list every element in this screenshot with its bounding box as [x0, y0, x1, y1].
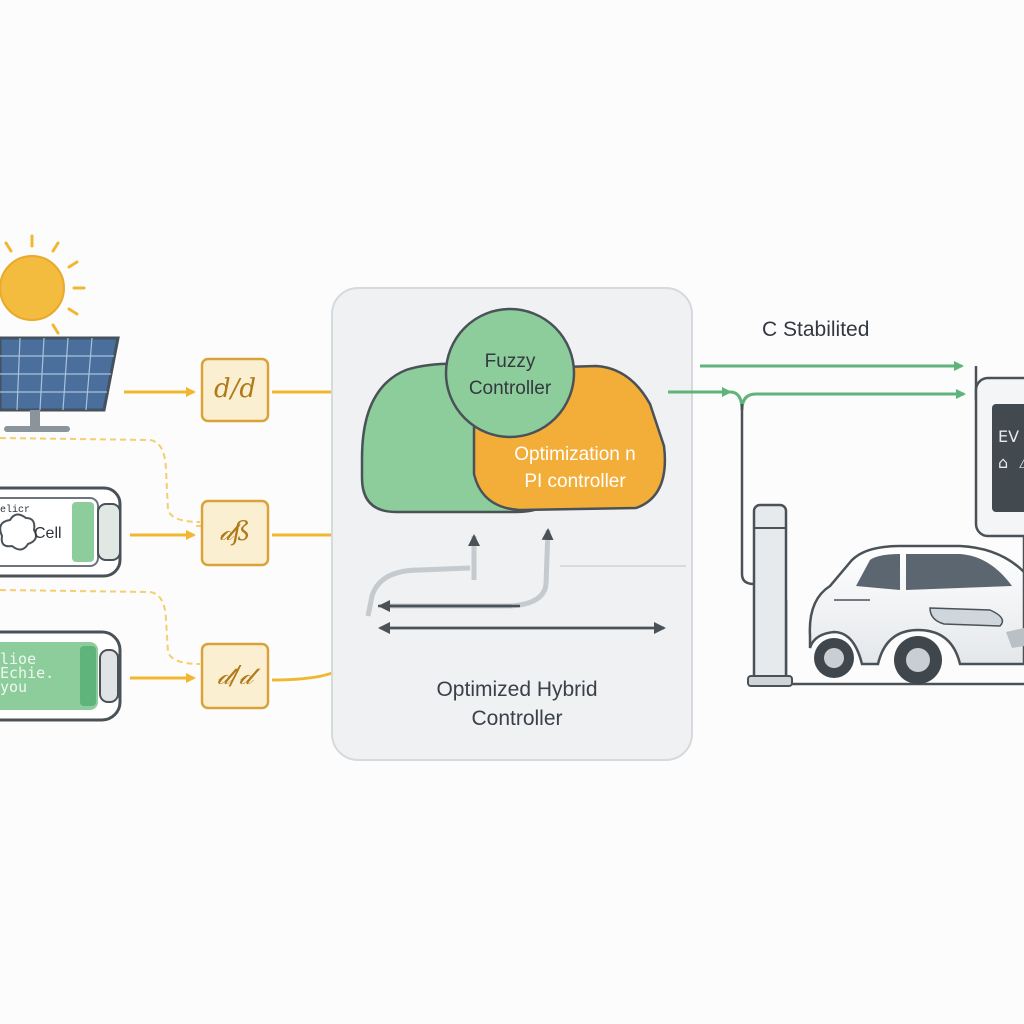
- feedback-path-upper: [365, 565, 471, 617]
- battery-garbled-label: lioe Echie. you: [0, 650, 55, 696]
- solar-panel-icon: [0, 336, 120, 432]
- battery-icon: [0, 630, 122, 722]
- pi-controller-label: Optimization n PI controller: [514, 444, 636, 492]
- controller-title: Optimized Hybrid Controller: [436, 678, 598, 730]
- fuzzy-controller-circle: [444, 307, 576, 439]
- converter-3-symbol: 𝒹/𝒹: [217, 661, 253, 691]
- wire-to-charger: [740, 404, 755, 586]
- feedback-arrow-right: [541, 528, 554, 585]
- charger-screen-text: EV ⌂ ⚠: [998, 427, 1024, 472]
- fuzzy-controller-label: Fuzzy Controller: [468, 351, 552, 399]
- converter-1-symbol: 𝑑/𝑑: [213, 374, 257, 404]
- dc-dc-converter-2: [200, 499, 270, 567]
- dashed-line-solar-feedback: [0, 437, 201, 523]
- charging-post-icon: [747, 503, 793, 687]
- fuel-cell-icon: [0, 486, 122, 578]
- converter-2-symbol: 𝒹ß: [219, 517, 251, 547]
- electric-car-icon: [808, 544, 1024, 684]
- dc-dc-converter-1: [200, 357, 270, 423]
- sun-icon: [0, 234, 86, 335]
- dashed-line-cell-feedback: [0, 589, 201, 665]
- output-label: C Stabilited: [762, 318, 870, 341]
- fuel-cell-label: Cell: [34, 525, 62, 542]
- wall-charger-icon: [974, 376, 1024, 587]
- dc-dc-converter-3: [200, 642, 270, 710]
- fuel-cell-garbled-label: elicr: [0, 505, 31, 516]
- output-line-lower: [729, 389, 966, 411]
